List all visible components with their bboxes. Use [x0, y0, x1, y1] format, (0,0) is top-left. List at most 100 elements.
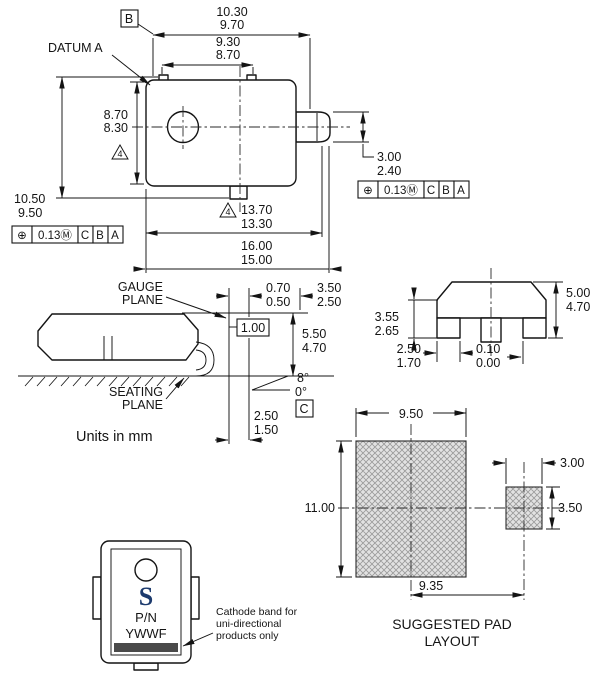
- bottom-tab: [229, 185, 248, 200]
- cathode-note-leader: [182, 632, 214, 647]
- dim-body-height-max: 5.50: [302, 327, 326, 341]
- fcf-datum1: C: [427, 185, 435, 197]
- fcf-datum3: A: [111, 230, 119, 242]
- fcf-cell-datum3: [107, 225, 124, 244]
- datum-a-label: DATUM A: [48, 41, 103, 55]
- dim-lead-width: 3.00 2.40: [333, 111, 401, 178]
- lead-hook-inner: [195, 349, 207, 371]
- right-side-tab: [190, 576, 200, 620]
- extension-lines: [333, 111, 374, 158]
- dim-overall-length: 16.00 15.00: [133, 146, 342, 273]
- dim-shoulder-height: 3.55 2.65: [375, 287, 444, 351]
- dim-small-pad-height: 3.50: [546, 486, 582, 530]
- dim-overall-height: 5.00 4.70: [533, 281, 590, 339]
- dim-shoulder-height-max: 3.55: [375, 310, 399, 324]
- marking-view: S P/N YWWF Cathode band for uni-directio…: [92, 540, 298, 671]
- dim-standoff-max: 0.10: [476, 342, 500, 356]
- dim-gauge-ref-value: 1.00: [241, 321, 265, 335]
- note-flag-number: 4: [225, 207, 230, 217]
- dim-lead-width-min: 2.40: [377, 164, 401, 178]
- datum-b-flag: B: [120, 9, 154, 35]
- cathode-note-line1: Cathode band for: [216, 606, 298, 618]
- seating-plane-hatching: [24, 376, 190, 387]
- datum-a-leader: [111, 54, 151, 86]
- dim-overall-height-max: 5.00: [566, 286, 590, 300]
- dim-foot-length-max: 2.50: [254, 409, 278, 423]
- bottom-lead-tab: [133, 662, 159, 671]
- datum-c-label: C: [299, 402, 308, 416]
- dim-body-width-max: 9.30: [216, 35, 240, 49]
- right-lead: [522, 317, 547, 339]
- dim-body-height-min: 4.70: [302, 341, 326, 355]
- fcf-datum2: B: [96, 230, 104, 242]
- part-number-label: P/N: [135, 610, 157, 625]
- fcf-datum3: A: [457, 185, 465, 197]
- dim-standoff: 0.10 0.00: [476, 341, 524, 370]
- mold-parting-lines: [103, 336, 113, 360]
- extension-lines: [336, 440, 352, 578]
- left-side-tab: [92, 576, 102, 620]
- marking-body-outline: [100, 540, 192, 664]
- dim-body-width: 9.30 8.70: [161, 35, 254, 74]
- datum-b-leader: [137, 23, 154, 35]
- dim-pad-center-distance: 9.35: [410, 579, 525, 598]
- pad-layout-caption-1: SUGGESTED PAD: [392, 616, 512, 632]
- seating-plane-label-1: SEATING: [109, 385, 163, 399]
- dim-gauge-ref: 1.00: [229, 318, 270, 337]
- pad-layout-caption-2: LAYOUT: [425, 633, 480, 649]
- fcf-datum1: C: [81, 230, 89, 242]
- dim-body-height: 8.70 8.30: [104, 81, 144, 185]
- marking-hole: [134, 558, 158, 582]
- body-profile-outline: [37, 313, 199, 361]
- cathode-note-line2: uni-directional: [216, 618, 281, 630]
- feature-control-frame-right: ⊕ 0.13Ⓜ C B A: [357, 180, 470, 199]
- seating-plane-label-2: PLANE: [122, 398, 163, 412]
- extension-lines: [161, 67, 254, 74]
- extension-lines: [152, 38, 311, 109]
- cathode-note-line3: products only: [216, 630, 279, 642]
- marking-inner-outline: [110, 548, 182, 656]
- extension-lines: [130, 81, 144, 185]
- dim-overall-width-min: 9.70: [220, 18, 244, 32]
- dim-large-pad-height-value: 11.00: [305, 501, 335, 515]
- top-view: B 10.30 9.70 9.30 8.70 DATUM A 8.70 8.30: [11, 5, 470, 273]
- angle-reference-lines: [251, 375, 290, 391]
- cathode-band: [114, 643, 178, 652]
- note-triangle-left: 4: [111, 144, 129, 160]
- dim-overall-width-max: 10.30: [216, 5, 247, 19]
- gauge-plane-callout: GAUGE PLANE: [118, 280, 227, 319]
- dim-body-height-min: 8.30: [104, 121, 128, 135]
- feature-control-frame-left: ⊕ 0.13Ⓜ C B A: [11, 225, 124, 244]
- lead-hook-outer: [195, 341, 215, 377]
- dim-body-width-min: 8.70: [216, 48, 240, 62]
- dim-overall-length-max: 16.00: [241, 239, 272, 253]
- side-view: GAUGE PLANE SEATING PLANE 0.70 0.50 3.50…: [18, 280, 341, 444]
- dim-standoff-min: 0.00: [476, 356, 500, 370]
- dim-large-pad-width: 9.50: [355, 407, 467, 437]
- extension-lines: [145, 146, 323, 273]
- fcf-tolerance: 0.13Ⓜ: [38, 229, 72, 242]
- position-symbol-icon: ⊕: [17, 230, 27, 242]
- end-view: 5.00 4.70 3.55 2.65 2.50 1.70 0.10 0.00: [375, 268, 590, 370]
- datum-c-box: [295, 399, 314, 418]
- dim-lead-width-end: 2.50 1.70: [397, 341, 473, 370]
- datum-b-box: [120, 9, 139, 28]
- dim-lead-length: 3.50 2.50: [300, 281, 341, 309]
- gauge-plane-label-1: GAUGE: [118, 280, 163, 294]
- dim-body-height-max: 8.70: [104, 108, 128, 122]
- fcf-tolerance: 0.13Ⓜ: [384, 184, 418, 197]
- dim-foot-length-min: 1.50: [254, 423, 278, 437]
- gauge-plane-leader: [165, 296, 227, 319]
- extension-lines: [56, 76, 229, 199]
- dim-lead-thickness-max: 0.70: [266, 281, 290, 295]
- dim-lead-width-max: 2.50: [397, 342, 421, 356]
- dim-body-to-lead-min: 13.30: [241, 217, 272, 231]
- dim-body-height-side: 5.50 4.70: [182, 312, 326, 377]
- dim-lead-length-max: 3.50: [317, 281, 341, 295]
- extension-lines: [436, 341, 461, 362]
- dim-small-pad-height-value: 3.50: [558, 501, 582, 515]
- dim-small-pad-width-value: 3.00: [560, 456, 584, 470]
- dim-lead-thickness-min: 0.50: [266, 295, 290, 309]
